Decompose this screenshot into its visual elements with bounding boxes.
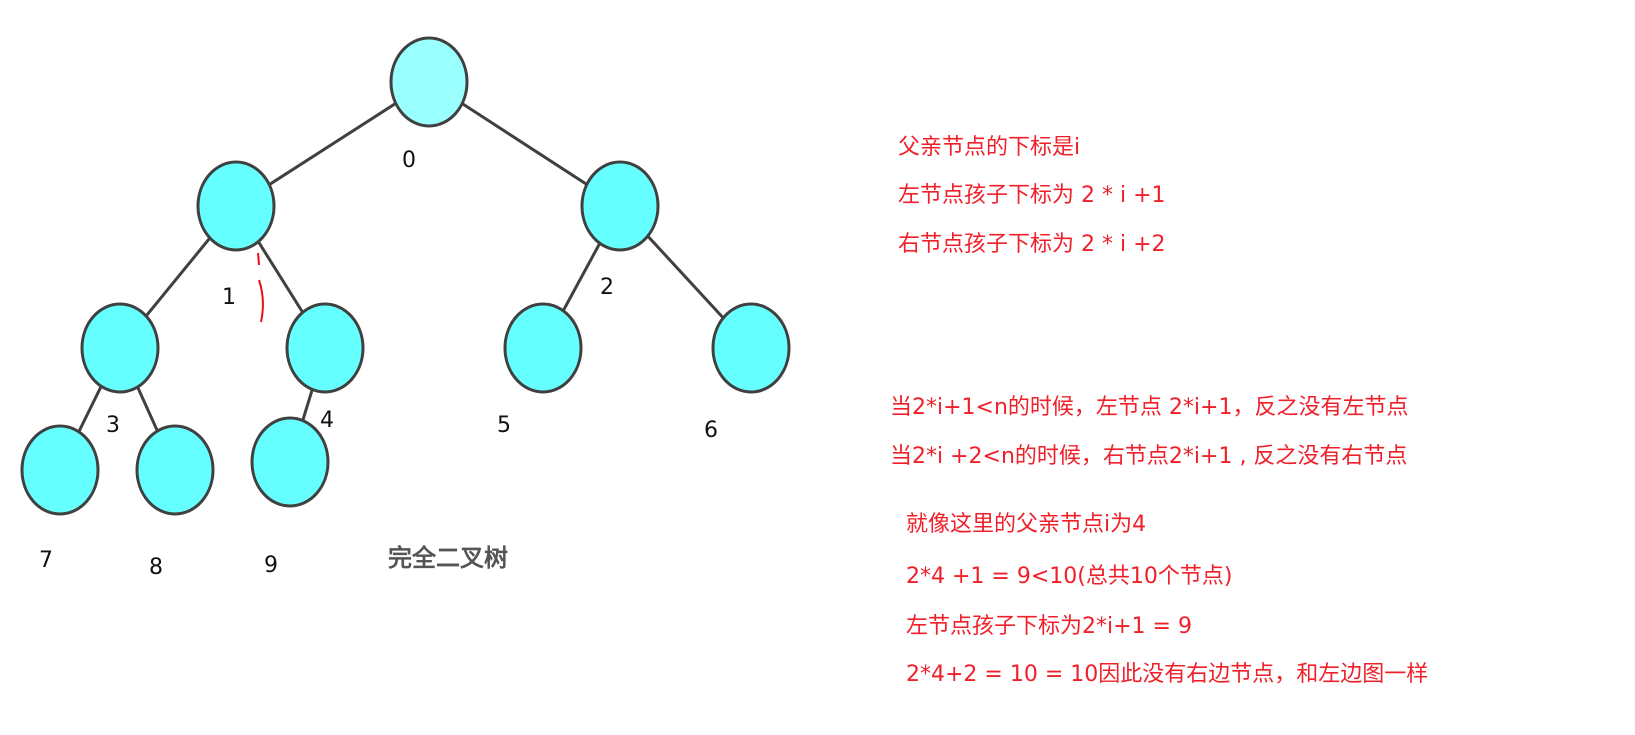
tree-node-9 [250,416,330,508]
node-label-0: 0 [402,148,416,173]
node-label-2: 2 [600,275,614,300]
node-label-8: 8 [149,555,163,580]
node-label-4: 4 [320,408,334,433]
tree-node-6 [711,302,791,394]
node-label-6: 6 [704,418,718,443]
tree-node-5 [503,302,583,394]
complete-binary-tree [20,36,791,516]
note-example-2: 2*4 +1 = 9<10(总共10个节点) [906,564,1233,589]
note-example-3: 左节点孩子下标为2*i+1 = 9 [906,614,1192,639]
tree-node-8 [135,424,215,516]
note-parent-index: 父亲节点的下标是i [898,135,1081,160]
red-annotation-mark [257,252,265,323]
note-left-condition: 当2*i+1<n的时候，左节点 2*i+1，反之没有左节点 [890,395,1409,420]
tree-node-4 [285,302,365,394]
tree-node-7 [20,424,100,516]
note-example-4: 2*4+2 = 10 = 10因此没有右边节点，和左边图一样 [906,662,1429,687]
tree-node-0 [389,36,469,128]
tree-node-1 [196,160,276,252]
note-example-1: 就像这里的父亲节点i为4 [906,512,1147,537]
node-label-1: 1 [222,285,236,310]
note-left-child: 左节点孩子下标为 2 * i +1 [898,183,1166,208]
node-label-5: 5 [497,413,511,438]
node-label-7: 7 [39,548,53,573]
note-right-condition: 当2*i +2<n的时候，右节点2*i+1 , 反之没有右节点 [890,444,1408,469]
node-label-3: 3 [106,413,120,438]
tree-node-3 [80,302,160,394]
node-label-9: 9 [264,553,278,578]
tree-caption: 完全二叉树 [388,544,508,572]
note-right-child: 右节点孩子下标为 2 * i +2 [898,232,1166,257]
tree-node-2 [580,160,660,252]
